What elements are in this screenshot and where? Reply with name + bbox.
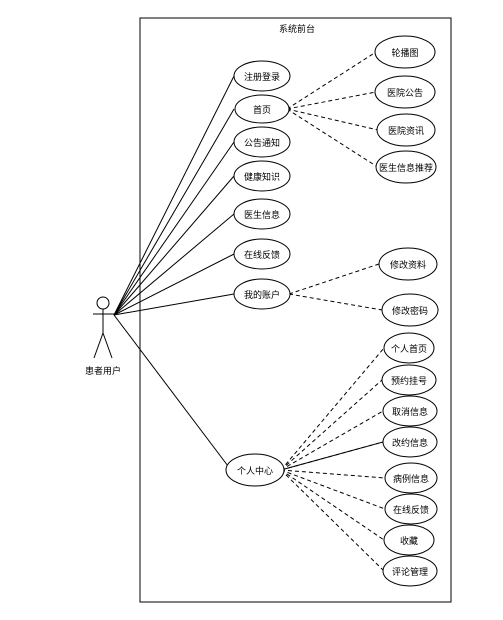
use-case-label: 病例信息 [393,473,429,485]
use-case-label: 收藏 [400,535,418,547]
center-dependency-lines [280,347,386,572]
dep-carousel [286,51,377,110]
use-case-label: 个人首页 [391,343,427,355]
dep-appointment [280,379,383,471]
use-case-hospital-notice[interactable]: 医院公告 [374,75,436,109]
solid-reschedule-info [280,441,384,471]
dep-cancel-info [280,410,384,471]
use-case-label: 预约挂号 [391,375,427,387]
use-case-ellipse[interactable] [375,150,437,184]
use-case-label: 注册登录 [244,71,280,83]
use-case-carousel[interactable]: 轮播图 [374,35,436,69]
dep-online-feedback [280,469,386,510]
use-case-label: 取消信息 [392,406,428,418]
use-case-label: 健康知识 [244,171,280,183]
system-title: 系统前台 [279,23,315,35]
use-case-ellipse[interactable] [233,198,291,230]
actor-head [96,296,110,310]
use-case-ellipse[interactable] [225,453,285,487]
use-case-ellipse[interactable] [233,238,291,270]
use-case-edit-profile[interactable]: 修改资料 [378,247,438,281]
assoc-notice [113,141,235,316]
dep-hospital-notice [286,91,377,110]
use-case-ellipse[interactable] [382,426,438,458]
assoc-health [113,175,235,316]
use-case-feedback[interactable]: 在线反馈 [233,238,291,270]
use-case-online-feedback[interactable]: 在线反馈 [384,493,438,525]
use-case-ellipse[interactable] [382,395,438,427]
use-case-health[interactable]: 健康知识 [233,160,291,192]
use-case-case-info[interactable]: 病例信息 [384,462,438,494]
use-case-ellipse[interactable] [381,364,437,396]
use-case-doctor-recommend[interactable]: 医生信息推荐 [375,150,437,184]
actor-label: 患者用户 [85,365,121,377]
use-case-ellipse[interactable] [374,75,436,109]
use-case-ellipse[interactable] [233,126,291,158]
account-dependency-lines [288,263,383,311]
use-case-reschedule-info[interactable]: 改约信息 [382,426,438,458]
dep-case-info [280,469,386,479]
use-case-my-account[interactable]: 我的账户 [233,278,291,310]
use-case-label: 我的账户 [244,289,280,301]
use-case-ellipse[interactable] [383,332,435,364]
use-case-personal-center[interactable]: 个人中心 [225,453,285,487]
use-case-label: 改约信息 [392,437,428,449]
dep-hospital-news [286,108,379,131]
use-case-ellipse[interactable] [234,94,290,124]
association-lines [113,75,235,471]
use-case-label: 公告通知 [244,137,280,149]
use-case-ellipse[interactable] [383,524,435,556]
use-case-comment-manage[interactable]: 评论管理 [382,555,438,587]
use-case-ellipse[interactable] [381,293,439,327]
dep-change-password [288,293,383,311]
use-case-ellipse[interactable] [378,247,438,281]
dep-comment-manage [280,469,385,572]
use-case-doctor-info[interactable]: 医生信息 [233,198,291,230]
use-case-appointment[interactable]: 预约挂号 [381,364,437,396]
use-case-label: 首页 [253,104,271,116]
use-case-ellipse[interactable] [376,113,436,147]
use-case-favorites[interactable]: 收藏 [383,524,435,556]
use-case-change-password[interactable]: 修改密码 [381,293,439,327]
use-case-ellipse[interactable] [384,462,438,494]
use-case-ellipse[interactable] [384,493,438,525]
assoc-personal-center [113,314,232,471]
use-case-label: 轮播图 [391,47,418,59]
assoc-register-login [113,75,235,316]
use-case-label: 医生信息推荐 [379,162,433,174]
dep-personal-home [280,347,385,471]
use-case-hospital-news[interactable]: 医院资讯 [376,113,436,147]
dep-favorites [280,469,385,541]
use-case-label: 修改资料 [390,259,426,271]
use-case-label: 在线反馈 [393,504,429,516]
home-dependency-lines [286,51,379,167]
assoc-home [113,108,235,316]
dep-edit-profile [288,263,380,295]
assoc-doctor-info [113,213,235,316]
actor-patient [93,296,114,359]
assoc-feedback [113,253,235,316]
use-case-label: 医院公告 [387,87,423,99]
use-case-ellipse[interactable] [382,555,438,587]
use-case-label: 医生信息 [244,209,280,221]
actor-left-leg [93,332,104,359]
actor-right-leg [102,332,113,359]
assoc-my-account [113,293,235,316]
use-case-notice[interactable]: 公告通知 [233,126,291,158]
use-case-label: 个人中心 [237,465,273,477]
dep-doctor-recommend [286,108,377,167]
use-case-ellipse[interactable] [374,35,436,69]
use-case-label: 评论管理 [392,566,428,578]
use-case-label: 修改密码 [392,305,428,317]
use-case-label: 医院资讯 [388,125,424,137]
use-case-ellipse[interactable] [233,60,291,92]
use-case-register-login[interactable]: 注册登录 [233,60,291,92]
use-case-home[interactable]: 首页 [234,94,290,124]
use-case-ellipse[interactable] [233,278,291,310]
use-case-personal-home[interactable]: 个人首页 [383,332,435,364]
use-case-cancel-info[interactable]: 取消信息 [382,395,438,427]
use-case-label: 在线反馈 [244,249,280,261]
use-case-ellipse[interactable] [233,160,291,192]
